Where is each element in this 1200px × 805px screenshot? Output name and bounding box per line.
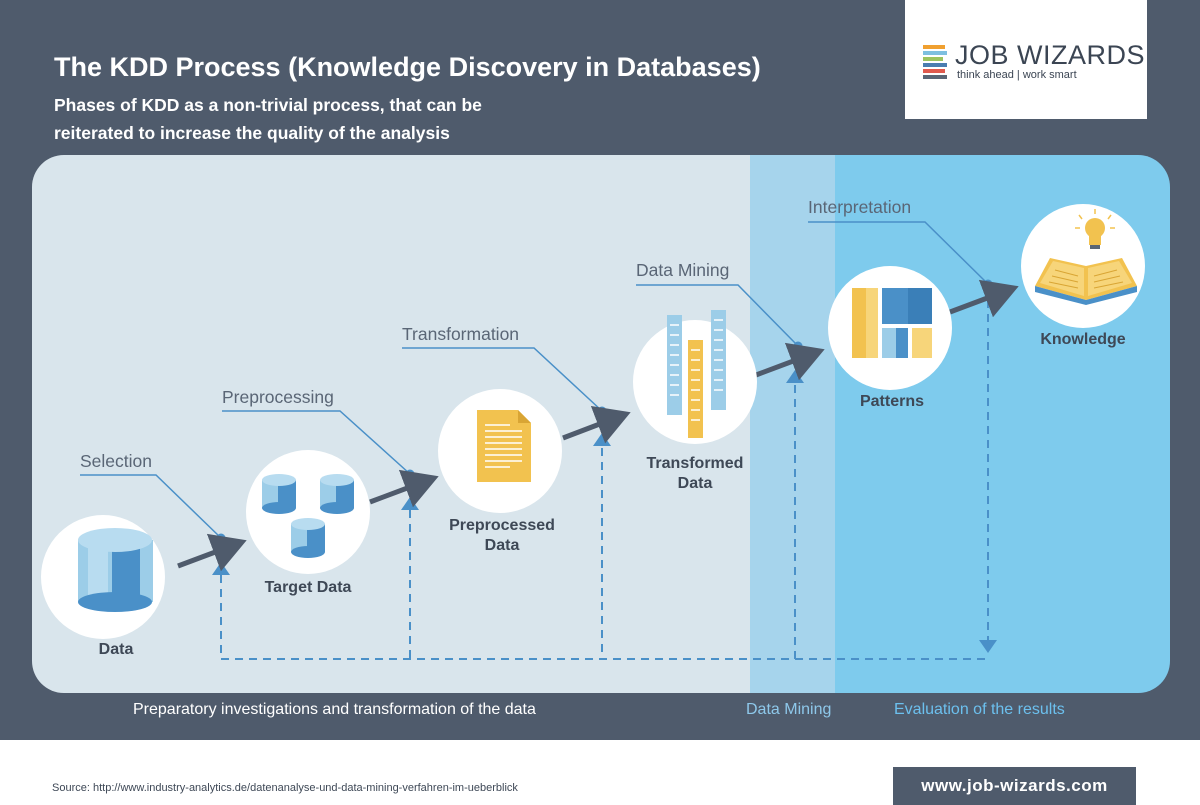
step-label-transformation: Transformation [402,324,520,344]
phase-label-preparatory: Preparatory investigations and transform… [133,701,536,718]
node-label-target-data: Target Data [264,579,352,596]
node-label-transformed-line2: Data [677,475,713,492]
step-label-preprocessing: Preprocessing [222,387,334,407]
book-icon [1035,258,1137,305]
target-data-icon [262,474,354,558]
page-subtitle: Phases of KDD as a non-trivial process, … [54,91,574,147]
node-circles [41,204,1145,639]
logo-tagline: think ahead | work smart [957,69,1077,81]
logo-name: JOB WIZARDS [955,40,1146,70]
node-label-patterns: Patterns [859,393,925,410]
node-label-preprocessed-data: Preprocessed Data [422,516,582,556]
database-icon [78,528,153,612]
node-label-preprocessed-line1: Preprocessed [449,517,555,534]
node-label-knowledge: Knowledge [1040,331,1126,348]
logo: JOB WIZARDS think ahead | work smart [905,0,1147,119]
node-label-transformed-data: Transformed Data [615,454,775,494]
step-label-interpretation: Interpretation [808,197,912,217]
step-label-data-mining: Data Mining [636,260,730,280]
website-link[interactable]: www.job-wizards.com [893,767,1136,805]
node-label-transformed-line1: Transformed [646,455,744,472]
step-label-selection: Selection [80,451,152,471]
feedback-loop [220,300,989,660]
lightbulb-icon [1075,209,1115,249]
phase-label-data-mining: Data Mining [746,701,832,718]
subtitle-line-2: reiterated to increase the quality of th… [54,123,450,143]
source-citation: Source: http://www.industry-analytics.de… [52,782,518,794]
patterns-icon [852,288,932,358]
flow-arrows [177,279,1019,572]
phase-label-evaluation: Evaluation of the results [894,701,1065,718]
node-label-preprocessed-line2: Data [484,537,520,554]
subtitle-line-1: Phases of KDD as a non-trivial process, … [54,95,482,115]
step-connectors [80,221,989,539]
bars-icon [667,310,726,438]
logo-bars-icon [923,45,947,81]
document-icon [477,410,531,482]
page-title: The KDD Process (Knowledge Discovery in … [54,52,761,82]
node-label-data: Data [98,641,134,658]
